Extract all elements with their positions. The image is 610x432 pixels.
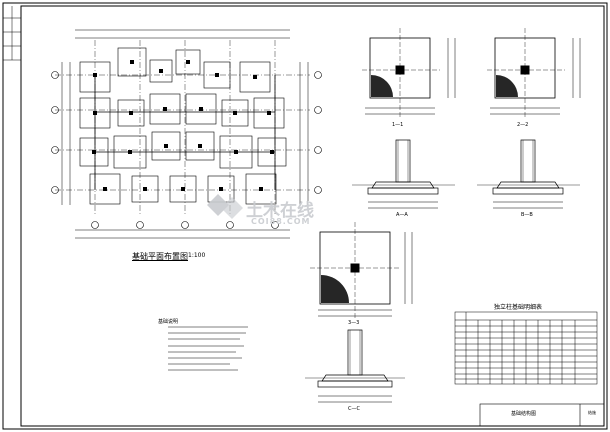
section-label-a: A—A <box>396 212 408 218</box>
footing-section-a <box>352 139 455 209</box>
plan-tie-beams <box>94 75 276 190</box>
section-label-1: 1—1 <box>392 122 404 128</box>
plan-dimension-lines <box>61 29 309 239</box>
plan-columns <box>92 60 274 191</box>
section-label-3: 3—3 <box>348 320 360 326</box>
table-title: 独立柱基础明细表 <box>494 304 543 311</box>
footing-detail-3 <box>310 222 413 318</box>
plan-scale: 1:100 <box>188 252 206 259</box>
section-label-b: B—B <box>521 212 533 218</box>
watermark-text: 土木在线 <box>246 201 314 221</box>
section-label-2: 2—2 <box>517 122 529 128</box>
plan-title: 基础平面布置图 <box>132 252 188 261</box>
foundation-plan <box>51 29 322 239</box>
notes-title: 基础说明 <box>158 319 179 325</box>
watermark-logo-icon <box>207 194 243 219</box>
side-strip <box>3 6 21 61</box>
title-block-name: 基础结构图 <box>511 411 537 417</box>
title-block-number: 结施 <box>588 410 596 415</box>
watermark-subtext: COI88.COM <box>251 217 311 226</box>
plan-footings <box>79 47 287 205</box>
footing-section-c <box>305 329 405 403</box>
footing-section-b <box>477 139 580 209</box>
plan-axis-bubbles <box>51 71 322 229</box>
title-block <box>479 403 605 427</box>
footing-detail-2 <box>487 28 581 118</box>
notes-lines <box>168 326 248 371</box>
section-label-c: C—C <box>348 406 360 412</box>
footing-detail-1 <box>362 28 456 118</box>
schedule-table <box>454 311 598 385</box>
